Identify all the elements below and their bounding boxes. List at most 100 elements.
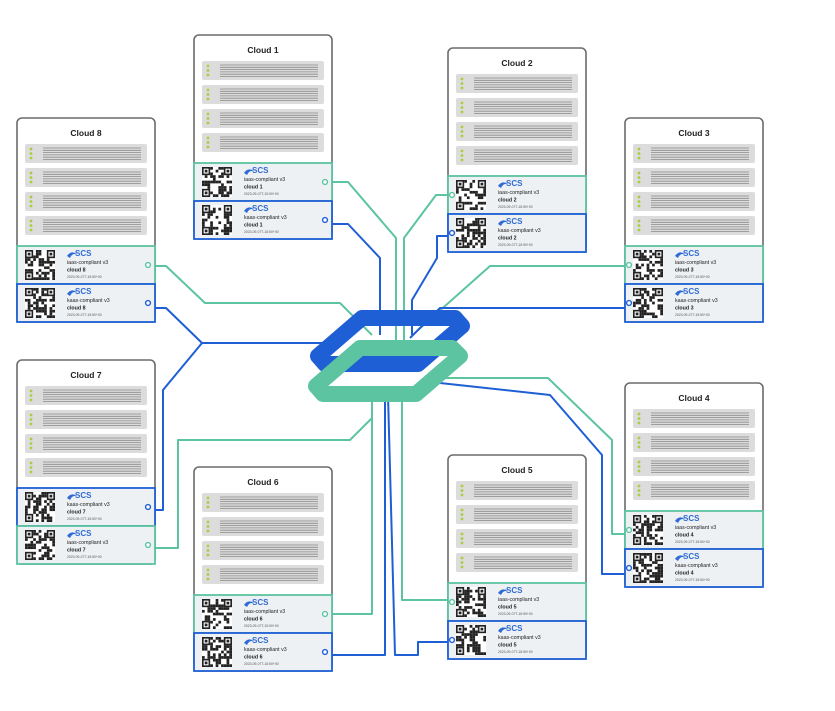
cloud-title: Cloud 5 (501, 465, 532, 475)
server-unit (202, 85, 324, 104)
status-led-icon (637, 412, 641, 416)
status-led-icon (206, 73, 210, 77)
badge-brand: SCS (506, 586, 523, 595)
status-led-icon (29, 470, 33, 474)
server-unit (633, 144, 755, 163)
status-led-icon (637, 441, 641, 444)
status-led-icon (637, 204, 641, 208)
qr-code-icon (25, 288, 55, 318)
status-led-icon (206, 549, 210, 552)
status-led-icon (29, 394, 33, 397)
connection-line-teal (440, 377, 628, 535)
status-led-icon (460, 77, 464, 81)
badge-date: 2023-09-07T-15:50+00 (675, 275, 710, 279)
status-led-icon (460, 82, 464, 85)
status-led-icon (206, 520, 210, 524)
qr-code-icon (25, 250, 55, 280)
connection-line-blue (331, 223, 381, 335)
status-led-icon (29, 422, 33, 426)
connector-port-icon (321, 178, 329, 186)
badge-brand: SCS (683, 514, 700, 523)
status-led-icon (29, 156, 33, 160)
status-led-icon (206, 501, 210, 504)
badge-brand: SCS (252, 598, 269, 607)
badge-cloud-name: cloud 4 (675, 533, 694, 539)
connector-port-icon (448, 598, 456, 606)
qr-code-icon (633, 553, 663, 583)
server-unit (202, 517, 324, 536)
badge-cloud-name: cloud 3 (675, 306, 694, 312)
server-unit (202, 61, 324, 80)
status-led-icon (29, 219, 33, 223)
badge-brand: SCS (252, 636, 269, 645)
badge-standard: kaas-compliant v3 (675, 298, 718, 304)
badge-cloud-name: cloud 7 (67, 548, 86, 554)
badge-date: 2023-09-07T-15:50+00 (675, 540, 710, 544)
scs-logo-icon (67, 290, 77, 296)
server-unit (25, 168, 147, 187)
badge-standard: kaas-compliant v3 (498, 228, 541, 234)
status-led-icon (29, 413, 33, 417)
status-led-icon (637, 228, 641, 232)
status-led-icon (29, 228, 33, 232)
badge-cloud-name: cloud 2 (498, 236, 517, 242)
badge-standard: kaas-compliant v3 (67, 298, 110, 304)
status-led-icon (460, 86, 464, 90)
cloud-title: Cloud 2 (501, 58, 532, 68)
badge-brand: SCS (683, 552, 700, 561)
qr-code-icon (456, 218, 486, 248)
status-led-icon (637, 484, 641, 488)
scs-logo-icon (67, 532, 77, 538)
status-led-icon (637, 421, 641, 425)
connection-line-blue (439, 382, 628, 575)
status-led-icon (637, 445, 641, 449)
badge-brand: SCS (75, 249, 92, 258)
badge-cloud-name: cloud 7 (67, 510, 86, 516)
status-led-icon (637, 224, 641, 227)
scs-logo-icon (498, 627, 508, 633)
status-led-icon (206, 69, 210, 72)
status-led-icon (206, 568, 210, 572)
cloud-title: Cloud 3 (678, 128, 709, 138)
status-led-icon (206, 141, 210, 144)
badge-date: 2023-09-07T-15:50+00 (244, 662, 279, 666)
status-led-icon (460, 493, 464, 497)
status-led-icon (460, 513, 464, 516)
connector-port-icon (448, 229, 456, 237)
status-led-icon (29, 200, 33, 203)
status-led-icon (460, 134, 464, 138)
connector-port-icon (625, 299, 633, 307)
qr-code-icon (25, 530, 55, 560)
qr-code-icon (456, 587, 486, 617)
status-led-icon (460, 489, 464, 492)
server-unit (25, 434, 147, 453)
status-led-icon (206, 112, 210, 116)
server-unit (633, 168, 755, 187)
scs-logo-icon (498, 589, 508, 595)
badge-standard: kaas-compliant v3 (244, 215, 287, 221)
badge-standard: iaas-compliant v3 (244, 177, 285, 183)
badge-brand: SCS (683, 249, 700, 258)
badge-standard: kaas-compliant v3 (244, 647, 287, 653)
status-led-icon (637, 469, 641, 473)
cloud-title: Cloud 1 (247, 45, 278, 55)
status-led-icon (637, 180, 641, 184)
badge-standard: iaas-compliant v3 (498, 190, 539, 196)
scs-hub-logo (308, 310, 470, 402)
qr-code-icon (25, 492, 55, 522)
badge-date: 2023-09-07T-15:50+00 (244, 230, 279, 234)
status-led-icon (29, 461, 33, 465)
connector-port-icon (144, 541, 152, 549)
server-unit (633, 409, 755, 428)
server-unit (456, 553, 578, 572)
scs-logo-icon (244, 169, 254, 175)
